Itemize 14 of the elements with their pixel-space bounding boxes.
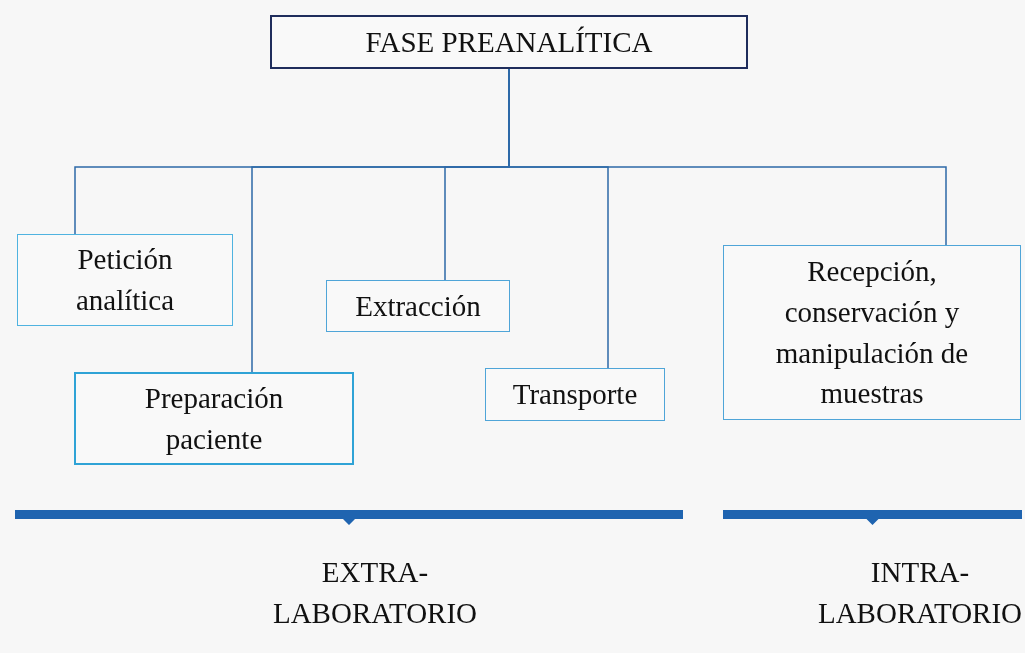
box-label: FASE PREANALÍTICA [365, 24, 653, 60]
group-label: INTRA- LABORATORIO [816, 555, 1024, 631]
title-box [270, 15, 748, 69]
process-box [17, 234, 233, 326]
box-label: Extracción [355, 288, 481, 324]
process-box [74, 372, 354, 465]
box-label: Petición analítica [74, 242, 176, 318]
group-label: EXTRA- LABORATORIO [271, 555, 479, 631]
process-box [723, 245, 1021, 420]
process-box [326, 280, 510, 332]
box-label: Recepción, conservación y manipulación de muestras [774, 254, 970, 412]
box-label: Preparación paciente [143, 380, 285, 457]
process-box [485, 368, 665, 421]
box-label: Transporte [512, 377, 638, 413]
